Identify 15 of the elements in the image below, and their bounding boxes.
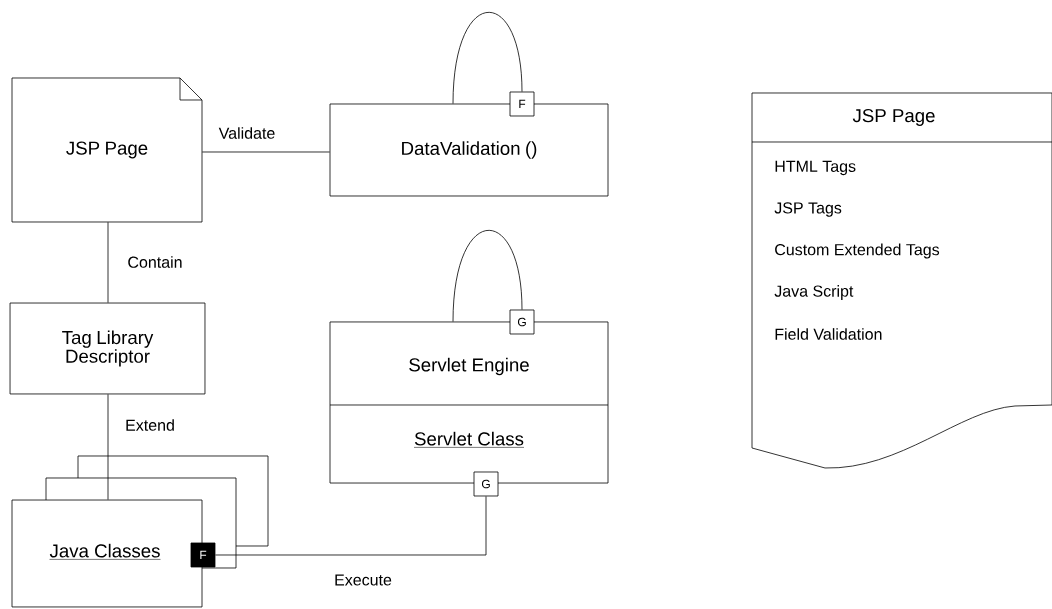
edge-label: Execute — [332, 573, 394, 587]
edge-label: Validate — [217, 125, 277, 141]
connector-line — [215, 496, 487, 556]
connector-line — [201, 151, 330, 153]
class-box: Tag Library Descriptor — [9, 302, 206, 395]
connector-line — [107, 393, 109, 500]
connector-line — [452, 12, 523, 104]
port-square: F — [190, 542, 216, 568]
edge-label: Contain — [126, 254, 184, 270]
connector-line — [452, 230, 523, 322]
port-square: F — [509, 91, 535, 117]
port-square: G — [509, 309, 535, 335]
edge-label: Extend — [123, 417, 177, 433]
connector-line — [107, 221, 109, 304]
port-square: G — [473, 471, 499, 497]
